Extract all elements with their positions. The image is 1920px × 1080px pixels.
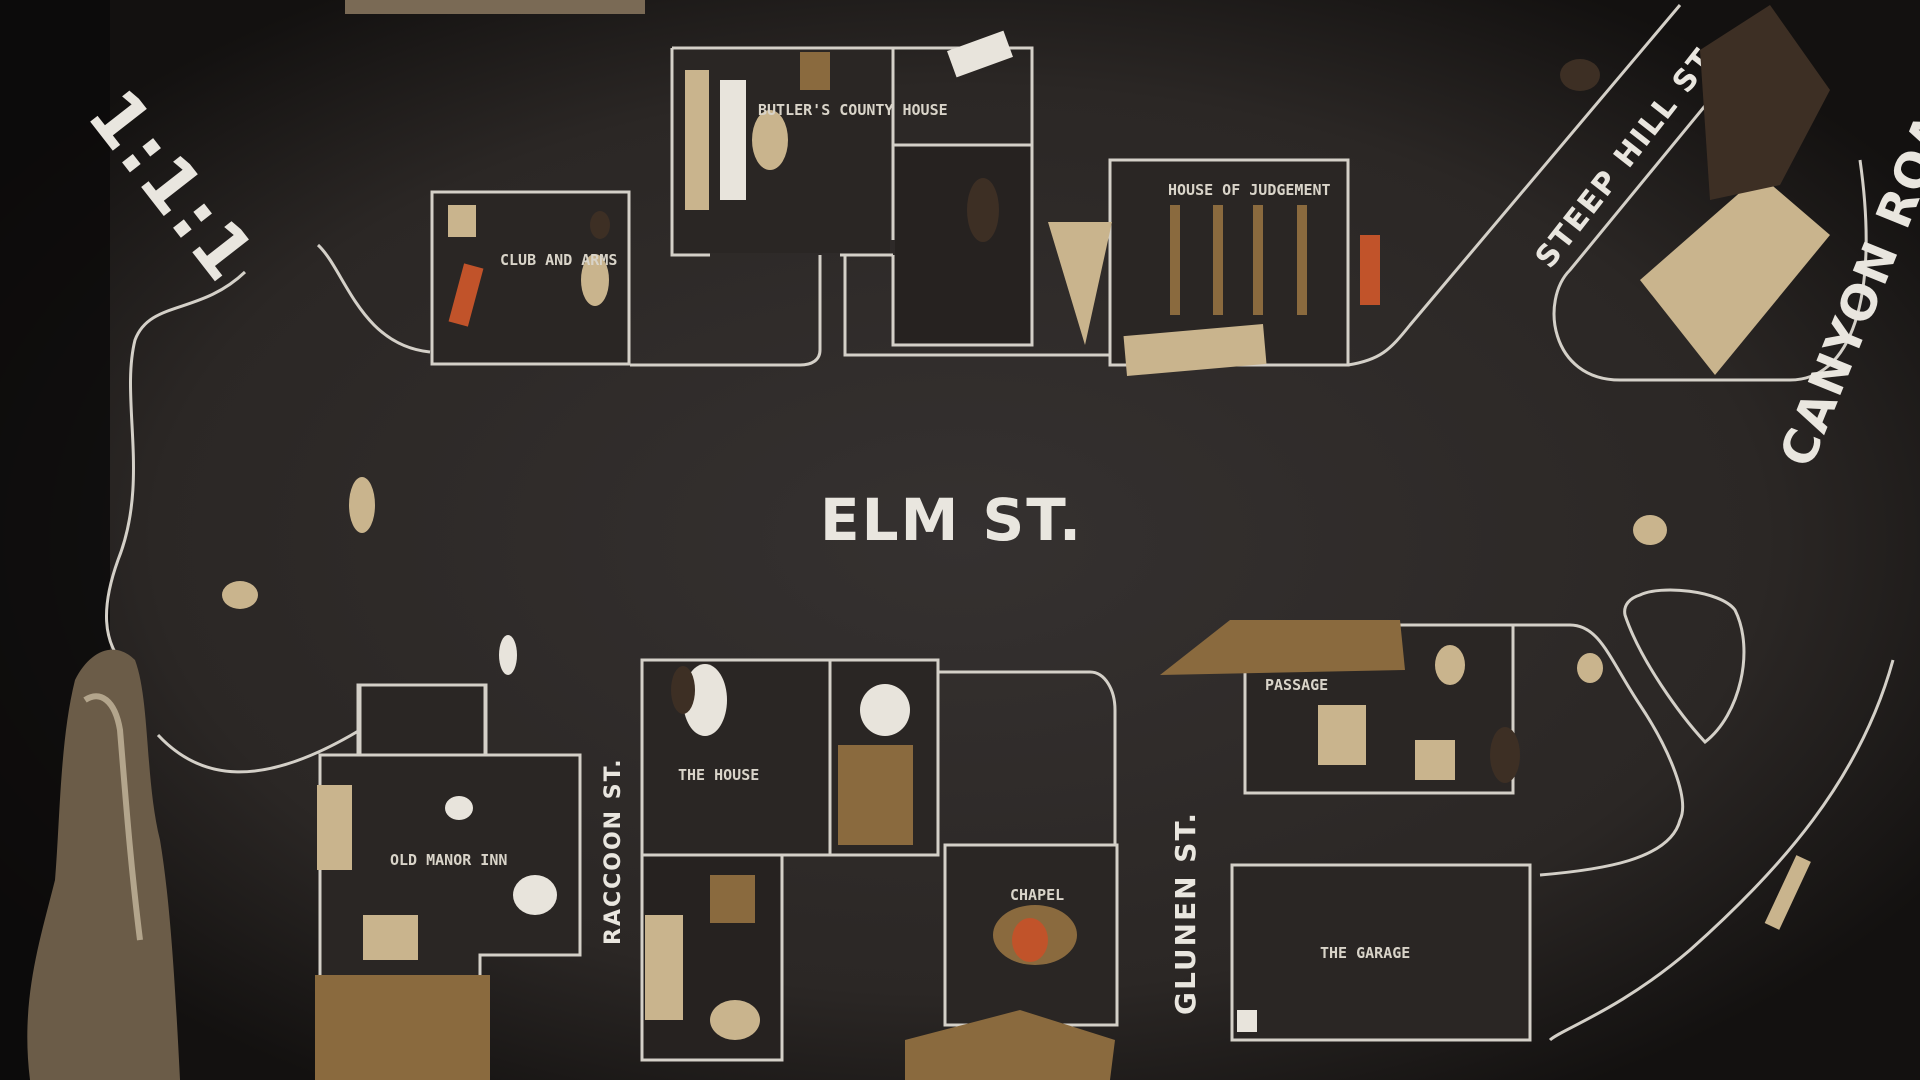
street-boundary-right-oval — [1623, 588, 1746, 745]
room-label-club: CLUB AND ARMS — [500, 251, 617, 269]
room-club-and-arms[interactable]: CLUB AND ARMS — [430, 190, 631, 366]
room-label-garage: THE GARAGE — [1320, 944, 1410, 962]
room-label-the-house: THE HOUSE — [678, 766, 759, 784]
street-boundary-raccoon — [156, 728, 361, 774]
room-chapel[interactable]: CHAPEL — [905, 843, 1119, 1080]
room-the-house[interactable]: THE HOUSE — [640, 658, 1117, 1062]
room-label-passage: PASSAGE — [1265, 676, 1328, 694]
room-old-manor-inn[interactable]: OLD MANOR INN — [315, 683, 582, 1080]
room-label-manor: OLD MANOR INN — [390, 851, 507, 869]
canyon-road-prop — [1764, 855, 1811, 930]
street-name-elm: ELM ST. — [820, 486, 1083, 554]
street-boundary-canyon-road — [1548, 659, 1895, 1042]
right-lot-prop — [1577, 653, 1603, 683]
street-name-glunen: GLUNEN ST. — [1169, 811, 1202, 1015]
top-edge-sign — [345, 0, 645, 14]
rock-formation-highlight — [83, 693, 143, 941]
street-name-raccoon: RACCOON ST. — [601, 757, 626, 945]
street-boundary-steep-hill — [1347, 4, 1682, 367]
room-label-judgement: HOUSE OF JUDGEMENT — [1168, 181, 1331, 199]
street-prop-figure-4 — [1633, 515, 1667, 545]
rock-formation — [27, 649, 181, 1080]
lot-steep-hill-triangle — [1552, 5, 1868, 382]
room-label-butlers: BUTLER'S COUNTY HOUSE — [758, 101, 948, 119]
room-butlers-county-house[interactable]: BUTLER'S COUNTY HOUSE — [630, 30, 1120, 367]
street-prop-figure-1 — [349, 477, 375, 533]
street-prop-figure-3 — [499, 635, 517, 675]
street-boundary-right-lot — [1513, 623, 1685, 877]
street-prop-figure-2 — [222, 581, 258, 609]
room-house-of-judgement[interactable]: HOUSE OF JUDGEMENT — [1048, 158, 1380, 377]
street-boundary-left — [104, 243, 431, 661]
small-lot-outline — [356, 683, 488, 757]
room-label-chapel: CHAPEL — [1010, 886, 1064, 904]
room-the-garage[interactable]: THE GARAGE — [1230, 863, 1532, 1042]
room-passage[interactable]: PASSAGE — [1160, 620, 1520, 795]
